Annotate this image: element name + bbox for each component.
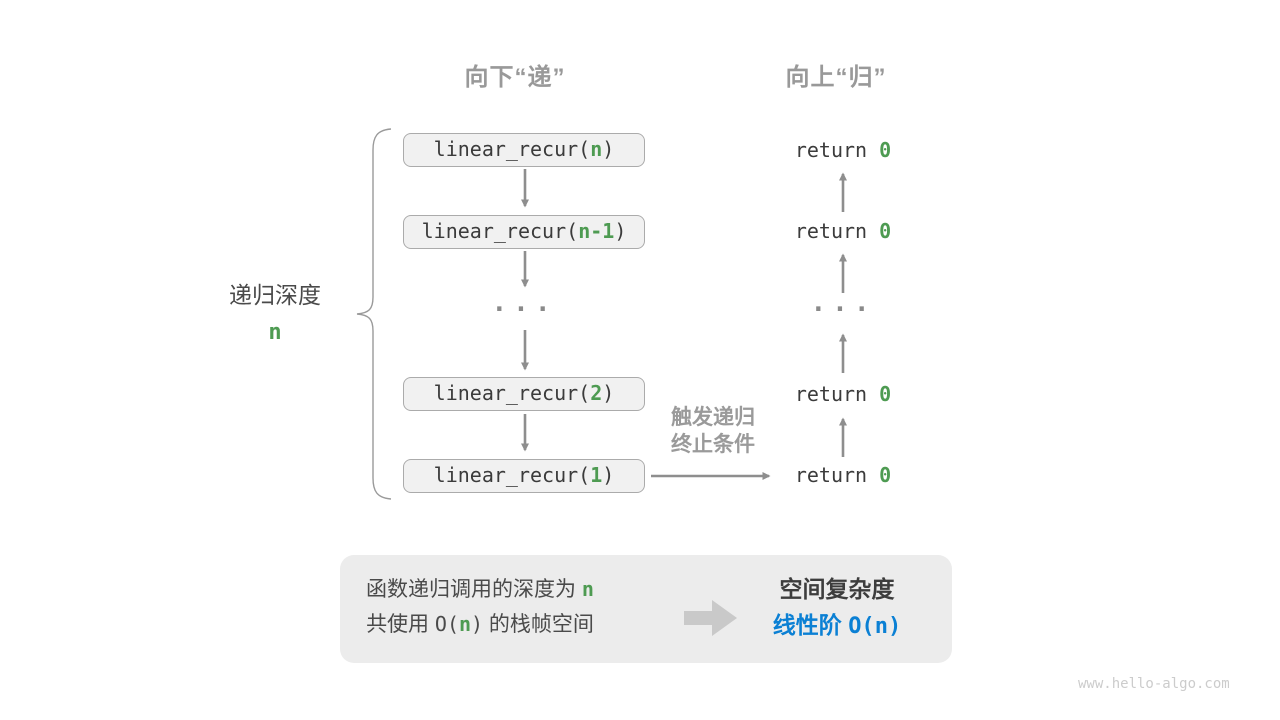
summary-left-text: 函数递归调用的深度为 n 共使用 O(n) 的栈帧空间 (350, 572, 610, 642)
recursion-depth-label: 递归深度 n (205, 281, 345, 347)
summary-left-line2: 共使用 O(n) 的栈帧空间 (350, 607, 610, 642)
call-stack-ellipsis: ... (491, 288, 557, 318)
return-row-3: return 0 (778, 382, 908, 406)
base-case-label-line2: 终止条件 (671, 433, 755, 456)
call-box-2: linear_recur(2) (403, 377, 645, 411)
call-box-n-1-pre: linear_recur( (421, 219, 579, 243)
call-box-n-pre: linear_recur( (433, 137, 591, 161)
recursion-depth-var: n (268, 320, 282, 345)
return-row-1: return 0 (778, 138, 908, 162)
call-box-n-1-post: ) (614, 219, 627, 243)
implies-arrow-icon (684, 600, 737, 636)
return-row-4: return 0 (778, 463, 908, 487)
summary-left-line2-text-a: 共使用 (366, 613, 435, 636)
summary-left-line1-var: n (581, 577, 594, 601)
space-complexity-order: 线性阶 (772, 612, 849, 638)
summary-right-text: 空间复杂度 线性阶 O(n) (732, 571, 942, 645)
depth-brace (356, 128, 392, 500)
return-row-2-value: 0 (879, 219, 892, 243)
call-box-1-post: ) (602, 463, 615, 487)
call-box-2-pre: linear_recur( (433, 381, 591, 405)
summary-left-line1: 函数递归调用的深度为 n (350, 572, 610, 607)
call-box-1: linear_recur(1) (403, 459, 645, 493)
summary-left-line2-close: ) (471, 612, 484, 636)
call-box-1-arg: 1 (590, 463, 603, 487)
call-box-n-1: linear_recur(n-1) (403, 215, 645, 249)
recursion-depth-text: 递归深度 (229, 282, 321, 308)
space-complexity-title: 空间复杂度 (779, 576, 895, 602)
summary-left-line1-text: 函数递归调用的深度为 (366, 578, 582, 601)
space-complexity-close: ) (887, 614, 902, 639)
call-box-1-pre: linear_recur( (433, 463, 591, 487)
summary-left-line2-open: O( (434, 612, 459, 636)
base-case-label: 触发递归 终止条件 (648, 404, 778, 458)
return-row-4-text: return (794, 463, 880, 487)
header-return-up: 向上“归” (785, 64, 887, 91)
return-row-1-value: 0 (879, 138, 892, 162)
space-complexity-result: 线性阶 O(n) (732, 607, 942, 645)
return-row-3-text: return (794, 382, 880, 406)
call-box-n-1-arg: n-1 (578, 219, 615, 243)
header-recurse-down: 向下“递” (464, 64, 566, 91)
summary-card: 函数递归调用的深度为 n 共使用 O(n) 的栈帧空间 空间复杂度 线性阶 O(… (340, 555, 952, 663)
return-row-2: return 0 (778, 219, 908, 243)
call-box-n-post: ) (602, 137, 615, 161)
space-complexity-var: n (874, 614, 888, 639)
summary-left-line2-var: n (459, 612, 472, 636)
return-row-1-text: return (794, 138, 880, 162)
call-box-2-arg: 2 (590, 381, 603, 405)
return-row-4-value: 0 (879, 463, 892, 487)
returns-ellipsis: ... (810, 288, 876, 318)
return-row-3-value: 0 (879, 382, 892, 406)
return-row-2-text: return (794, 219, 880, 243)
call-box-2-post: ) (602, 381, 615, 405)
space-complexity-open: O( (848, 614, 875, 639)
call-box-n: linear_recur(n) (403, 133, 645, 167)
base-case-label-line1: 触发递归 (671, 406, 755, 429)
watermark: www.hello-algo.com (1078, 676, 1230, 692)
call-box-n-arg: n (590, 137, 603, 161)
summary-left-line2-text-b: 的栈帧空间 (483, 613, 594, 636)
